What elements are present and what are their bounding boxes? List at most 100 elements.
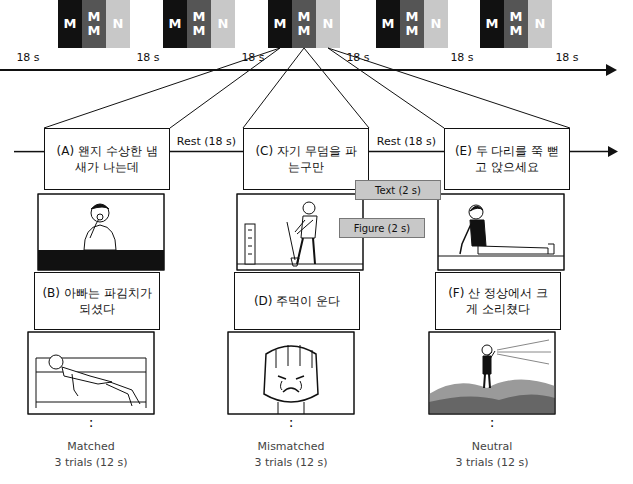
wrist — [278, 402, 304, 414]
condition-letter: N — [216, 17, 230, 31]
head — [91, 204, 109, 222]
condition-block: N — [424, 0, 448, 48]
node-text: (E) 두 다리를 쭉 뻗고 앉으세요 — [452, 143, 562, 175]
node-text: (C) 자기 무덤을 파는구만 — [251, 143, 361, 175]
edge-label: Rest (18 s) — [367, 135, 447, 148]
legs — [484, 374, 490, 388]
condition-letter: M — [168, 17, 182, 31]
interval-label: 18 s — [303, 51, 413, 64]
illustration — [429, 332, 555, 414]
picture-border — [429, 332, 555, 414]
condition-block: M M — [292, 0, 316, 48]
rest-line — [570, 151, 608, 153]
condition-letter: N — [429, 17, 443, 31]
condition-label: Neutral — [437, 440, 547, 453]
mountain — [429, 379, 555, 414]
condition-block: N — [106, 0, 130, 48]
stimulus-text-box: (A) 왠지 수상한 냄새가 나는데 — [44, 128, 170, 190]
connector — [170, 151, 243, 153]
desk — [38, 250, 164, 270]
hand — [97, 214, 103, 220]
rest-arrowhead — [608, 146, 618, 157]
stimulus-text-box: (D) 주먹이 운다 — [234, 272, 360, 330]
stimulus-text-box: (F) 산 정상에서 크게 소리쳤다 — [435, 272, 561, 330]
fan-line — [170, 48, 280, 128]
interval-label: 18 s — [93, 51, 203, 64]
continuation-mark: : — [236, 414, 346, 430]
tears — [281, 381, 302, 390]
interval-label: 18 s — [0, 51, 83, 64]
condition-letter: M M — [509, 10, 523, 38]
condition-block: M M — [400, 0, 424, 48]
arms — [484, 351, 495, 359]
condition-block: M — [376, 0, 400, 48]
node-text: (D) 주먹이 운다 — [254, 293, 340, 309]
condition-block: M — [58, 0, 82, 48]
picture-content — [264, 345, 318, 414]
hair — [91, 205, 109, 210]
continuation-mark: : — [437, 414, 547, 430]
duration-tag: Figure (2 s) — [339, 218, 425, 238]
hill — [429, 394, 555, 414]
interval-label: 18 s — [198, 51, 308, 64]
node-text: Figure (2 s) — [354, 223, 410, 234]
legs — [106, 382, 140, 406]
picture-border — [228, 332, 354, 414]
connector — [328, 48, 444, 128]
floor — [438, 256, 564, 257]
condition-letter: M — [485, 17, 499, 31]
condition-letter: M — [273, 17, 287, 31]
condition-block: M — [268, 0, 292, 48]
connector — [369, 151, 444, 153]
legs — [297, 238, 315, 264]
picture-border — [28, 332, 154, 414]
arms — [295, 220, 313, 234]
fan-line — [304, 48, 369, 128]
fingers — [276, 345, 312, 368]
stimulus-text-box: (E) 두 다리를 쭉 뻗고 앉으세요 — [444, 128, 570, 190]
condition-letter: M — [381, 17, 395, 31]
picture-frame — [38, 194, 164, 270]
condition-block: N — [316, 0, 340, 48]
timeline-arrowhead — [606, 64, 617, 76]
interval-label: 18 s — [407, 51, 517, 64]
trial-count: 3 trials (12 s) — [36, 456, 146, 469]
sound-lines — [497, 340, 551, 364]
head — [469, 205, 483, 219]
trial-count: 3 trials (12 s) — [236, 456, 346, 469]
stimulus-text-box: (C) 자기 무덤을 파는구만 — [243, 128, 369, 190]
shirt — [301, 216, 317, 238]
marker-text — [248, 230, 252, 254]
condition-letter: M M — [405, 10, 419, 38]
connector — [44, 48, 280, 128]
condition-block: M M — [187, 0, 211, 48]
eyes — [278, 376, 304, 379]
picture-content — [429, 340, 555, 414]
picture-content — [38, 204, 164, 270]
interval-label: 18 s — [512, 51, 622, 64]
timeline-axis — [0, 69, 606, 71]
fist — [264, 346, 318, 402]
picture-frame — [28, 332, 154, 414]
connector — [243, 48, 304, 128]
ground — [237, 264, 363, 265]
condition-letter: M M — [297, 10, 311, 38]
fan-line — [328, 48, 570, 128]
condition-letter: M M — [87, 10, 101, 38]
picture-content — [438, 205, 564, 256]
picture-frame — [429, 332, 555, 414]
condition-label: Mismatched — [236, 440, 346, 453]
head — [49, 355, 63, 369]
picture-border — [38, 194, 164, 270]
duration-tag: Text (2 s) — [355, 180, 441, 200]
condition-block: M — [480, 0, 504, 48]
shirt — [470, 220, 486, 246]
hair — [470, 206, 483, 211]
condition-block: N — [528, 0, 552, 48]
mouth — [283, 388, 299, 392]
body — [62, 367, 112, 384]
condition-block: N — [211, 0, 235, 48]
condition-letter: M — [63, 17, 77, 31]
